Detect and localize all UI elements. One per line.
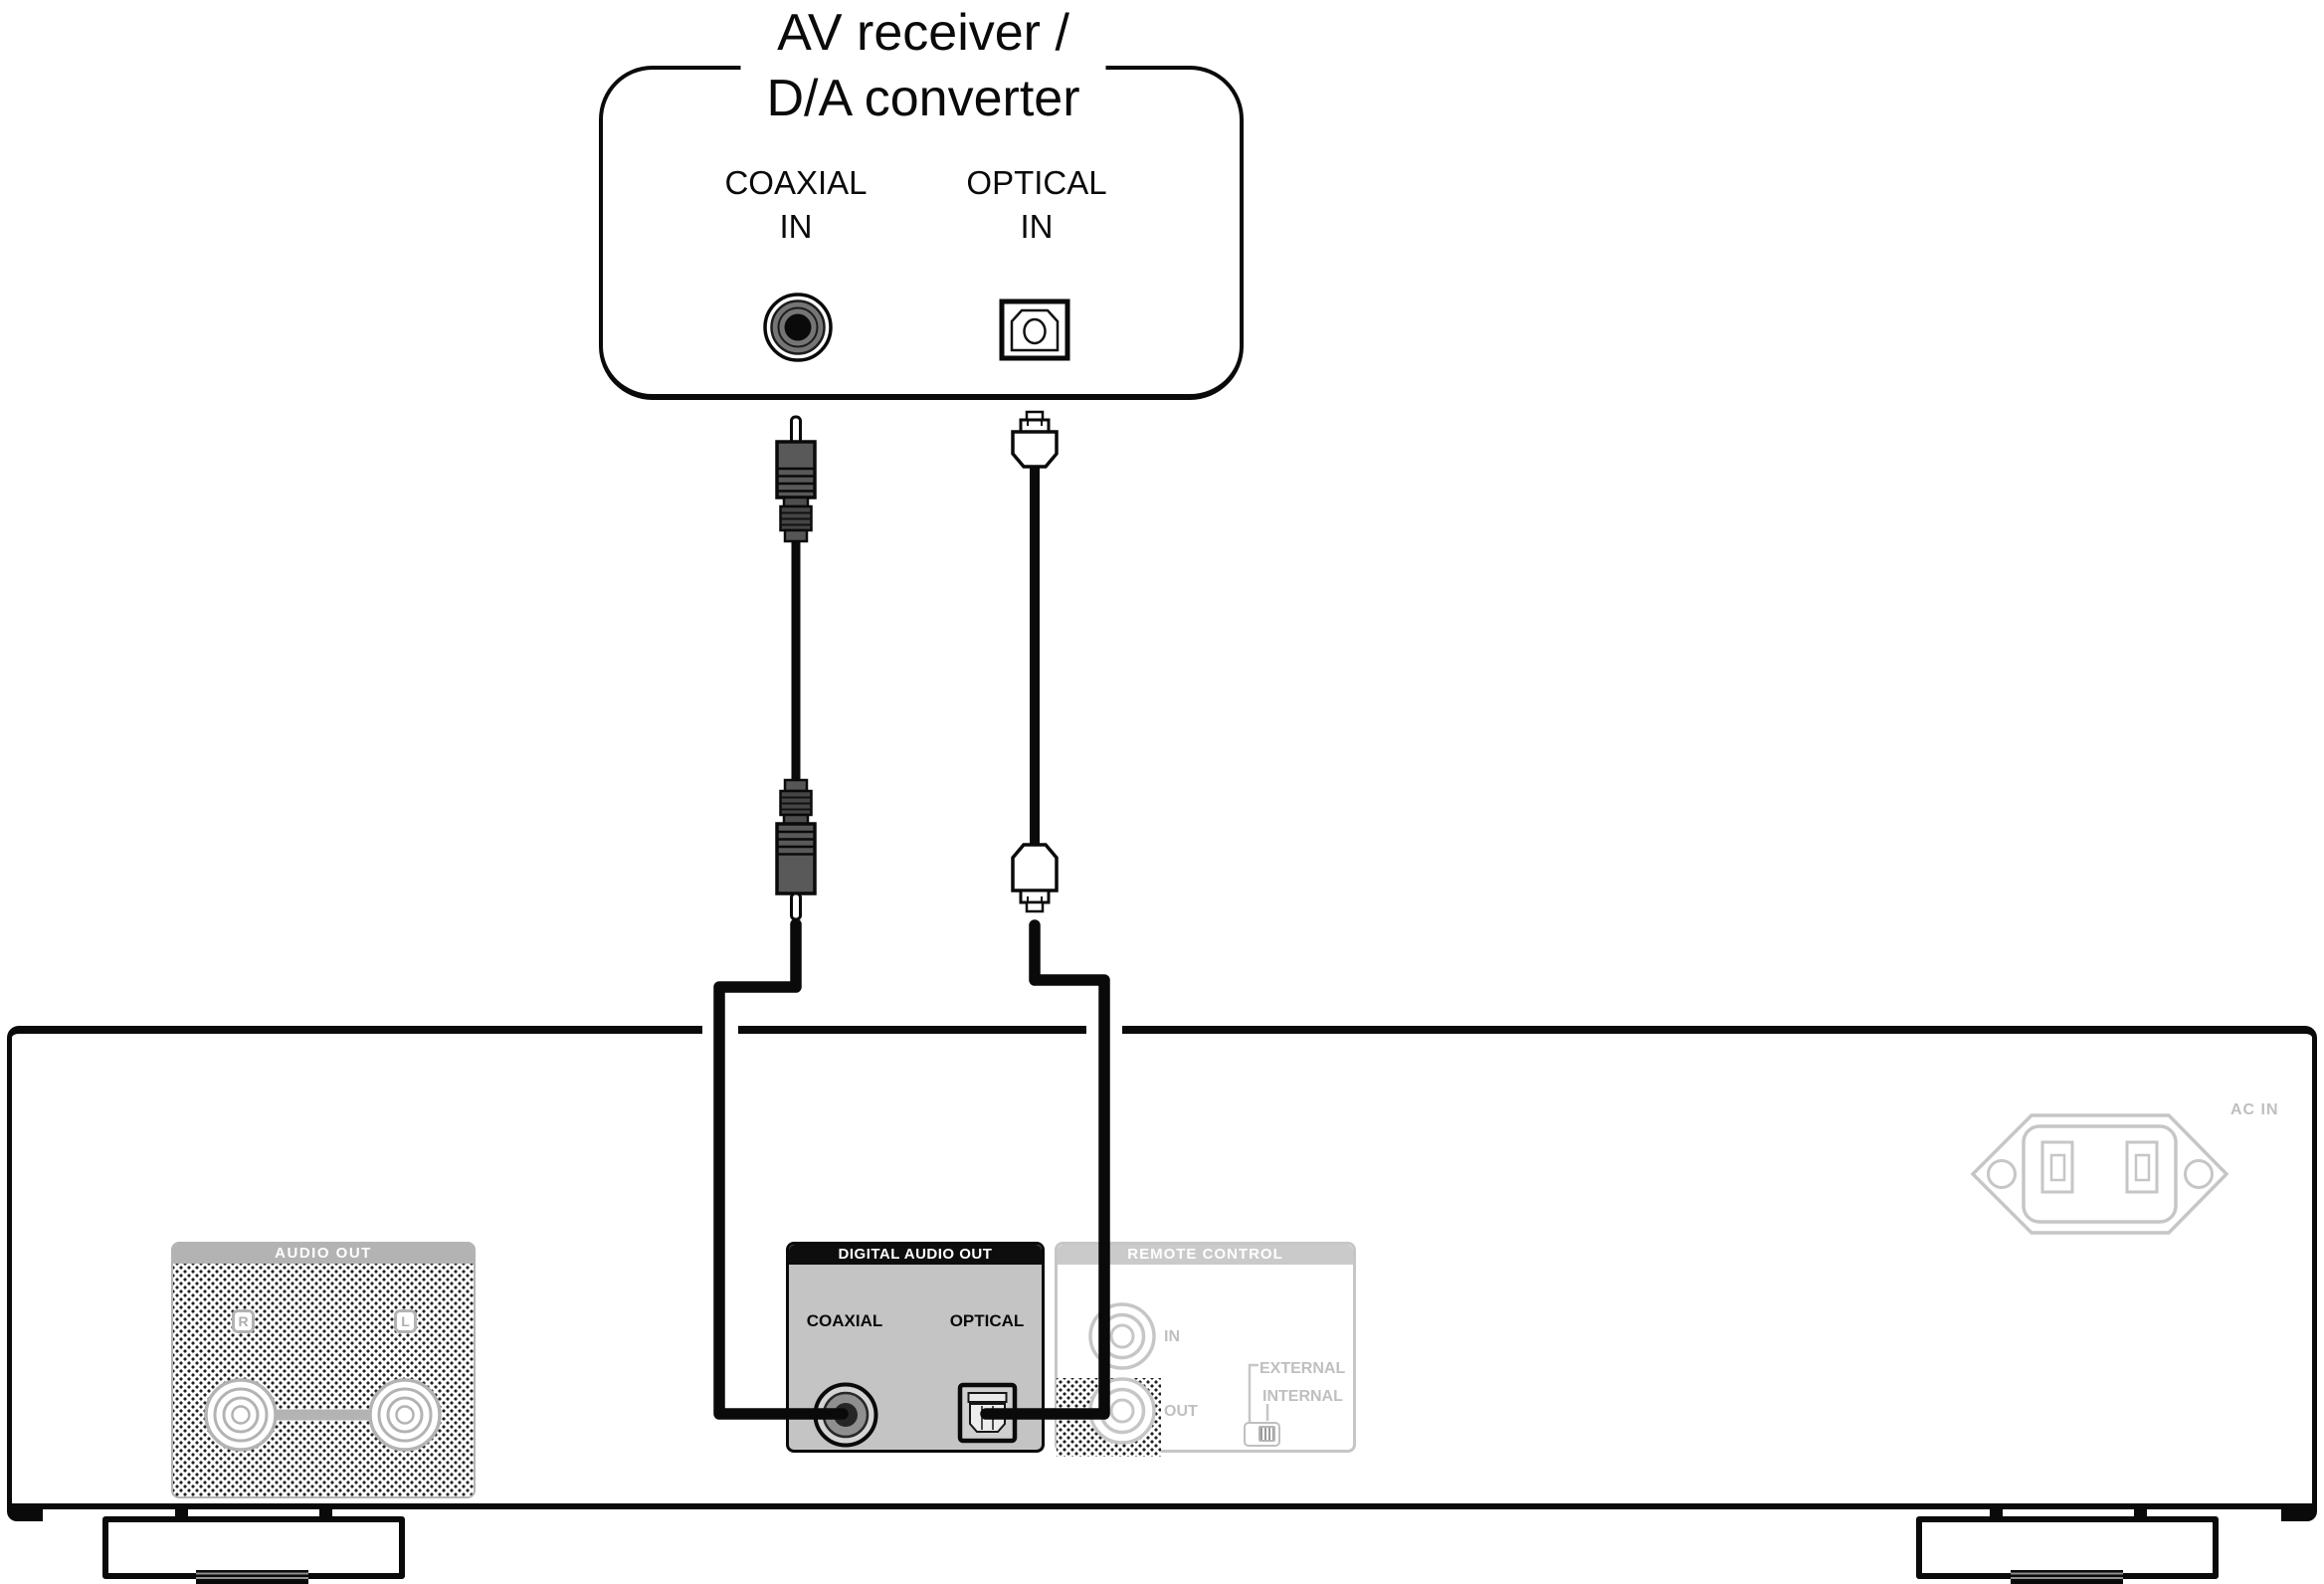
foot-tab [2134,1503,2147,1519]
foot-pad [2011,1570,2123,1584]
chassis-corner-left [7,1503,43,1521]
foot-tab [1990,1503,2003,1519]
receiver-title: AV receiver / D/A converter [740,0,1106,131]
ac-in-label: AC IN [2230,1101,2279,1118]
receiver-title-line1: AV receiver / [777,4,1069,62]
coaxial-in-label-word: COAXIAL [724,164,868,201]
remote-mode-switch [1244,1422,1280,1447]
device-coaxial-label: COAXIAL [806,1311,883,1330]
coaxial-cable-icon [775,415,817,921]
digital-audio-out-panel: DIGITAL AUDIO OUT [786,1242,1045,1453]
optical-in-label-word: OPTICAL [966,164,1107,201]
foot-tab [175,1503,188,1519]
audio-out-panel: AUDIO OUT [171,1242,476,1498]
device-optical-label: OPTICAL [949,1311,1025,1330]
remote-in-label: IN [1164,1328,1180,1345]
cable-gap-left [702,1021,738,1039]
receiver-title-line2: D/A converter [766,70,1080,127]
remote-mode-switch-knob [1259,1426,1275,1442]
remote-out-label: OUT [1164,1403,1198,1420]
remote-internal-label: INTERNAL [1262,1388,1343,1405]
digital-audio-out-header: DIGITAL AUDIO OUT [789,1245,1042,1265]
foot-tab [319,1503,332,1519]
right-channel-badge: R [232,1309,255,1333]
optical-in-label: OPTICAL IN [966,161,1106,249]
remote-control-header: REMOTE CONTROL [1058,1245,1353,1265]
optical-in-sublabel: IN [1020,208,1054,245]
cable-gap-right [1086,1021,1122,1039]
remote-external-label: EXTERNAL [1259,1360,1346,1377]
optical-cable-icon [1011,410,1059,913]
foot-pad [196,1570,308,1584]
remote-out-dotted-area [1057,1378,1161,1457]
coaxial-in-label: COAXIAL IN [724,161,867,249]
audio-out-header: AUDIO OUT [173,1244,474,1264]
left-channel-badge: L [394,1309,417,1333]
chassis-corner-right [2281,1503,2317,1521]
coaxial-in-sublabel: IN [779,208,813,245]
